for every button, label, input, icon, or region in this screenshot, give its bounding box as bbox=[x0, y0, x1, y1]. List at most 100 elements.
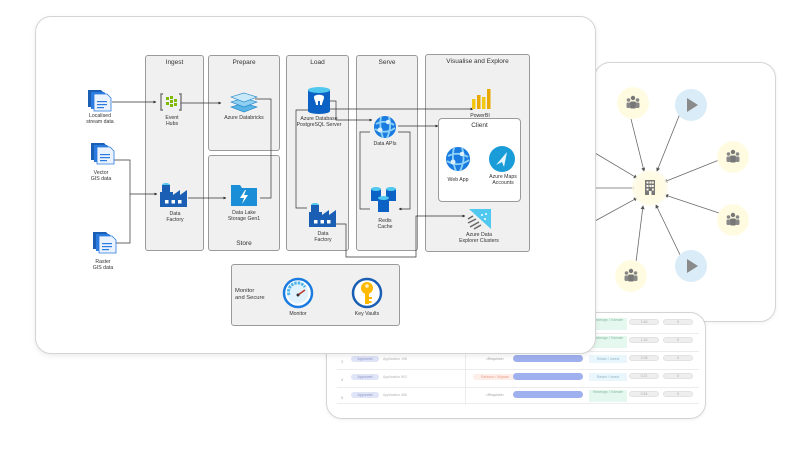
zone-title: Monitor and Secure bbox=[235, 288, 265, 301]
redis-cache-icon[interactable] bbox=[369, 186, 399, 214]
value-pill: 1.15 bbox=[629, 337, 659, 343]
user-group-icon bbox=[726, 149, 740, 163]
user-group-icon bbox=[624, 268, 638, 282]
status-badge: Redesign / Tolerate bbox=[589, 318, 627, 330]
graph-edge bbox=[595, 197, 638, 222]
progress-bar bbox=[513, 391, 583, 398]
value-pill: 0.21 bbox=[629, 373, 659, 379]
graph-edge bbox=[595, 152, 638, 179]
event-hubs-icon[interactable] bbox=[160, 92, 182, 112]
table-row[interactable]: 4 Approved Application 902 Refactor / Mi… bbox=[337, 369, 699, 387]
row-number: 3 bbox=[341, 359, 344, 364]
requirement-cell[interactable]: <Required> bbox=[485, 393, 505, 397]
data-factory-icon[interactable] bbox=[308, 202, 338, 228]
user-group-icon bbox=[726, 212, 740, 226]
status-badge: Retain / Invest bbox=[589, 373, 627, 381]
progress-bar bbox=[513, 373, 583, 380]
table-row[interactable]: Redesign / Tolerate 1.46 0 bbox=[337, 316, 699, 333]
service-label-databricks: Azure Databricks bbox=[224, 115, 264, 121]
graph-node-user-group[interactable] bbox=[717, 204, 749, 236]
graph-edge bbox=[663, 159, 720, 183]
azure-postgresql-icon[interactable] bbox=[307, 86, 331, 114]
azure-databricks-icon[interactable] bbox=[229, 89, 259, 113]
service-label-data-apis: Data APIs bbox=[373, 141, 397, 147]
graph-node-play[interactable] bbox=[675, 250, 707, 282]
service-label-monitor: Monitor bbox=[289, 311, 307, 317]
value-pill: 0 bbox=[663, 355, 693, 361]
zone-title: Visualise and Explore bbox=[446, 58, 509, 65]
play-icon bbox=[687, 98, 698, 112]
value-pill: 0 bbox=[663, 337, 693, 343]
azure-data-explorer-icon[interactable] bbox=[466, 207, 492, 231]
zone-title: Serve bbox=[378, 59, 396, 66]
value-pill: 0 bbox=[663, 319, 693, 325]
graph-center-node[interactable] bbox=[632, 170, 668, 206]
data-apis-icon[interactable] bbox=[372, 115, 398, 139]
document-stack-icon bbox=[93, 232, 117, 254]
document-stack-icon bbox=[91, 143, 115, 165]
graph-node-user-group[interactable] bbox=[717, 141, 749, 173]
approved-tag: Approved bbox=[351, 392, 379, 398]
application-name: Application 485 bbox=[383, 393, 407, 397]
graph-node-user-group[interactable] bbox=[617, 87, 649, 119]
play-icon bbox=[687, 259, 698, 273]
column-divider bbox=[465, 352, 466, 369]
service-label-powerbi: PowerBI bbox=[470, 113, 490, 119]
zone-title: Store bbox=[236, 240, 252, 247]
zone-title: Prepare bbox=[232, 59, 256, 66]
document-stack-icon bbox=[88, 90, 112, 112]
data-factory-icon[interactable] bbox=[159, 182, 189, 208]
row-number: 4 bbox=[341, 377, 344, 382]
azure-maps-icon[interactable] bbox=[488, 145, 516, 173]
network-graph-card bbox=[594, 62, 776, 322]
data-lake-storage-icon[interactable] bbox=[229, 183, 259, 207]
zone-title: Load bbox=[310, 59, 325, 66]
status-badge: Redesign / Tolerate bbox=[589, 390, 627, 402]
application-name: Application 198 bbox=[383, 357, 407, 361]
application-name: Application 902 bbox=[383, 375, 407, 379]
status-badge: Retain / Invest bbox=[589, 355, 627, 363]
row-number: 5 bbox=[341, 395, 344, 400]
value-pill: 0 bbox=[663, 391, 693, 397]
web-app-icon[interactable] bbox=[445, 146, 471, 172]
architecture-diagram-card: Ingest Prepare Store Load Serve Visualis… bbox=[35, 16, 596, 354]
approved-tag: Approved bbox=[351, 374, 379, 380]
value-pill: 1.46 bbox=[629, 319, 659, 325]
powerbi-icon[interactable] bbox=[471, 87, 491, 111]
service-label-web-app: Web App bbox=[447, 177, 469, 183]
graph-node-play[interactable] bbox=[675, 89, 707, 121]
requirement-cell[interactable]: <Required> bbox=[485, 357, 505, 361]
requirement-cell[interactable]: Refactor / Migrate bbox=[473, 374, 517, 380]
monitor-gauge-icon[interactable] bbox=[282, 277, 314, 309]
zone-title: Ingest bbox=[165, 59, 184, 66]
progress-bar bbox=[513, 355, 583, 362]
value-pill: 2.08 bbox=[629, 355, 659, 361]
value-pill: 0 bbox=[663, 373, 693, 379]
building-icon bbox=[645, 180, 655, 195]
status-badge: Redesign / Tolerate bbox=[589, 336, 627, 348]
column-divider bbox=[465, 388, 466, 405]
graph-edge bbox=[664, 194, 720, 214]
table-row[interactable]: 5 Approved Application 485 <Required> Re… bbox=[337, 387, 699, 405]
column-divider bbox=[465, 370, 466, 387]
approved-tag: Approved bbox=[351, 356, 379, 362]
user-group-icon bbox=[626, 95, 640, 109]
zone-ingest: Ingest bbox=[145, 55, 204, 251]
service-label-key-vaults: Key Vaults bbox=[354, 311, 380, 317]
graph-node-user-group[interactable] bbox=[615, 260, 647, 292]
key-vault-icon[interactable] bbox=[351, 277, 383, 309]
value-pill: 0.54 bbox=[629, 391, 659, 397]
graph-edge bbox=[630, 118, 646, 172]
